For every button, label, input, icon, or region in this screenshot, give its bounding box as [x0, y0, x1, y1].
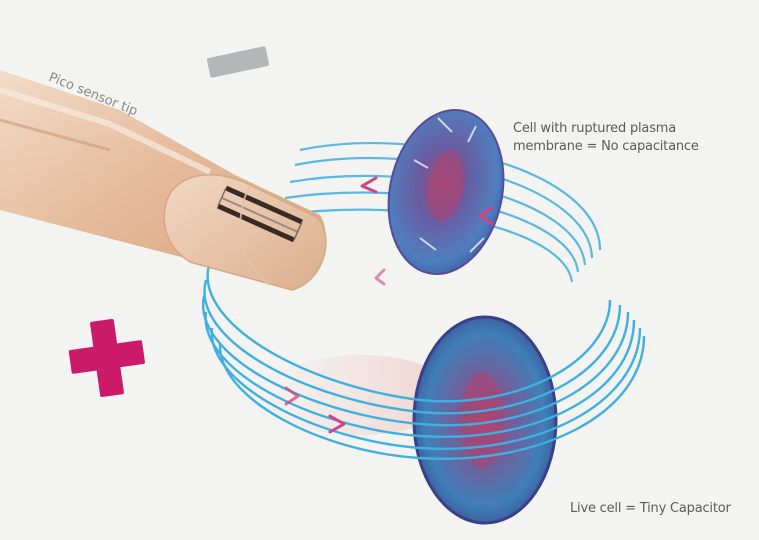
ruptured-cell-label: Cell with ruptured plasma membrane = No … — [513, 120, 743, 156]
ruptured-cell-label-line1: Cell with ruptured plasma — [513, 120, 743, 138]
ruptured-cell — [374, 99, 518, 285]
ruptured-cell-label-line2: membrane = No capacitance — [513, 138, 743, 156]
live-cell-label: Live cell = Tiny Capacitor — [570, 500, 759, 518]
pico-sensor-tip — [0, 70, 326, 290]
minus-sign — [207, 46, 270, 78]
plus-sign — [69, 319, 146, 398]
live-cell — [414, 317, 556, 523]
